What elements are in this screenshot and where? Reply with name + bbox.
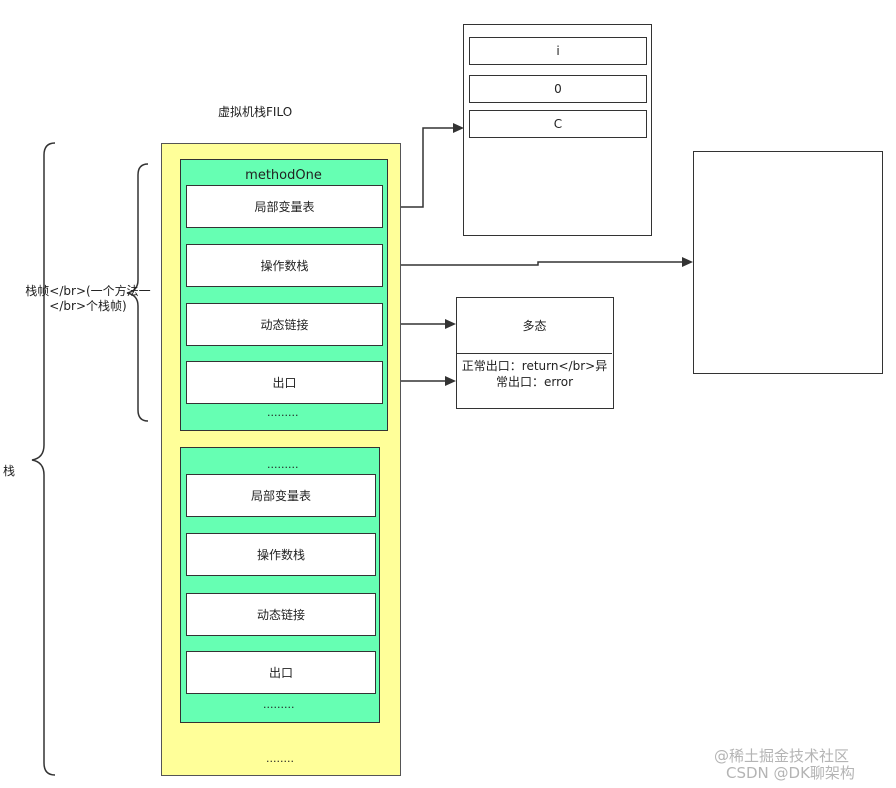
local-var-row: i [469, 37, 647, 65]
diagram-title: 虚拟机栈FILO [218, 105, 293, 119]
dispatch-box: 多态 正常出口：return</br>异常出口：error [456, 297, 614, 409]
frame2-local-vars: 局部变量表 [186, 474, 376, 517]
frame2-exit: 出口 [186, 651, 376, 694]
watermark-csdn: CSDN @DK聊架构 [726, 764, 855, 782]
frame2-operand-stack: 操作数栈 [186, 533, 376, 576]
frame1-dynamic-link: 动态链接 [186, 303, 383, 346]
frame1-local-vars: 局部变量表 [186, 185, 383, 228]
frame-side-label: 栈帧</br>(一个方法一</br>个栈帧) [25, 284, 151, 313]
stack-bottom-dots: ........ [266, 752, 294, 765]
return-label: 正常出口：return</br>异常出口：error [461, 359, 608, 389]
arrow-operand-stack [383, 261, 684, 266]
local-vars-table: i 0 C [463, 24, 652, 236]
frame-method-name: methodOne [245, 168, 322, 183]
arrow-local-vars [383, 127, 456, 208]
frame1-exit: 出口 [186, 361, 383, 404]
frame-brace [126, 163, 149, 422]
stack-brace [31, 142, 56, 776]
stack-frame-2: ......... 局部变量表 操作数栈 动态链接 出口 ......... [180, 447, 380, 723]
polymorphism-label: 多态 [457, 298, 612, 354]
frame2-top-dots: ......... [267, 458, 299, 471]
stack-side-label: 栈 [3, 464, 16, 478]
frame1-dots: ......... [267, 406, 299, 419]
watermark-juejin: @稀土掘金技术社区 [714, 747, 850, 765]
frame1-operand-stack: 操作数栈 [186, 244, 383, 287]
local-var-row: C [469, 110, 647, 138]
stack-frame-method-one: methodOne 局部变量表 操作数栈 动态链接 出口 ......... [180, 159, 388, 431]
frame2-dots: ......... [263, 698, 295, 711]
local-var-row: 0 [469, 75, 647, 103]
frame2-dynamic-link: 动态链接 [186, 593, 376, 636]
operand-stack-box [693, 151, 883, 374]
